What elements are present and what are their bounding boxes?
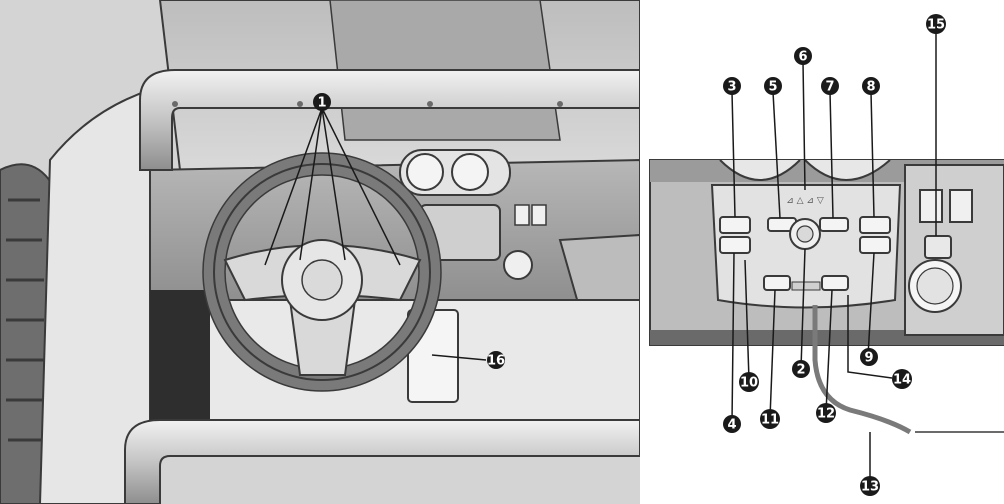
svg-text:9: 9 (864, 351, 873, 366)
aux-slot (791, 281, 821, 291)
panel-marks: ⊿ △ ⊿ ▽ (786, 196, 824, 206)
dashboard-closeup-view: ⊿ △ ⊿ ▽ (649, 30, 1004, 482)
callout-13: 13 (860, 476, 880, 496)
callout-1: 1 (313, 93, 331, 111)
dark-pillar (150, 290, 210, 430)
svg-text:16: 16 (487, 354, 505, 369)
svg-text:2: 2 (796, 363, 805, 378)
button-12-port (821, 275, 849, 291)
svg-text:8: 8 (866, 80, 875, 95)
car-interior-view (0, 0, 641, 504)
svg-text:13: 13 (861, 480, 879, 495)
callout-4: 4 (723, 415, 741, 433)
callout-7: 7 (821, 77, 839, 95)
svg-text:1: 1 (317, 96, 326, 111)
button-3 (719, 216, 751, 234)
tire-tread (6, 198, 44, 442)
callout-16-leader (431, 354, 487, 361)
steering-wheel (202, 152, 442, 392)
rocker-switch-left (919, 189, 943, 223)
closeup-leaders (731, 30, 937, 482)
roll-bar-bolts (172, 101, 563, 107)
button-7 (819, 217, 849, 232)
callout-6: 6 (794, 47, 812, 65)
cup-holder-right (451, 153, 489, 191)
callout-14: 14 (892, 369, 912, 389)
small-switch-right (531, 204, 547, 226)
callout-2: 2 (792, 360, 810, 378)
rocker-switch-right (949, 189, 973, 223)
svg-text:12: 12 (817, 407, 835, 422)
svg-text:14: 14 (893, 373, 911, 388)
small-switch-left (514, 204, 530, 226)
button-11 (763, 275, 791, 291)
view-divider (640, 0, 650, 504)
button-8 (859, 216, 891, 234)
svg-text:15: 15 (927, 18, 945, 33)
aux-cable (812, 305, 912, 435)
callout-3: 3 (723, 77, 741, 95)
button-9 (859, 236, 891, 254)
horn-button (301, 259, 343, 301)
callout-16: 16 (487, 351, 505, 369)
svg-text:3: 3 (727, 80, 736, 95)
volume-knob-center (796, 225, 814, 243)
ignition-knob-inner (916, 267, 954, 305)
speed-switch (924, 235, 952, 259)
svg-text:7: 7 (825, 80, 834, 95)
small-knob (503, 250, 533, 280)
callout-5: 5 (764, 77, 782, 95)
svg-text:10: 10 (740, 376, 758, 391)
callout-8: 8 (862, 77, 880, 95)
button-4 (719, 236, 751, 254)
svg-text:6: 6 (798, 50, 807, 65)
cup-holder-left (406, 153, 444, 191)
callout-11: 11 (760, 409, 780, 429)
svg-text:5: 5 (768, 80, 777, 95)
callout-12: 12 (816, 403, 836, 423)
closeup-cup-holders (719, 159, 891, 181)
callout-10: 10 (739, 372, 759, 392)
callout-1-leaders (264, 107, 401, 266)
callout-15: 15 (926, 14, 946, 34)
callout-9: 9 (860, 348, 878, 366)
svg-text:4: 4 (727, 418, 736, 433)
svg-text:11: 11 (761, 413, 779, 428)
